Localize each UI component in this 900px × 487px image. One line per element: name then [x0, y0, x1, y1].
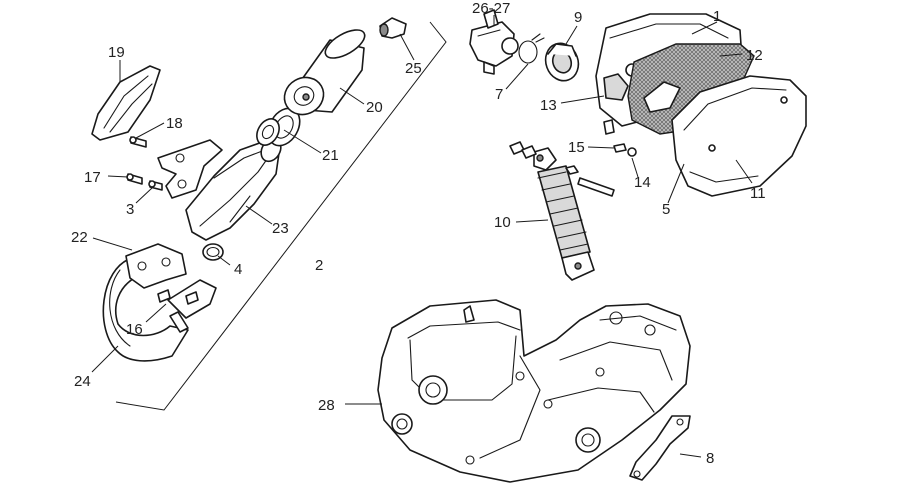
callout-3: 3 — [126, 201, 134, 218]
callout-15: 15 — [568, 139, 585, 156]
screw-part — [613, 143, 627, 153]
callout-22: 22 — [71, 229, 88, 246]
exhaust-bracket-part — [157, 139, 223, 199]
air-filter-cover-part — [671, 75, 807, 197]
bolt-part — [126, 173, 143, 185]
clamp-ring-part — [518, 33, 545, 64]
air-filter-element-part — [627, 43, 755, 135]
callout-24: 24 — [74, 373, 91, 390]
callout-14: 14 — [634, 174, 651, 191]
exhaust-group-bracket — [115, 21, 447, 411]
callout-13: 13 — [540, 97, 557, 114]
callout-16: 16 — [126, 321, 143, 338]
nut-part — [627, 147, 637, 157]
silencer-canister-part — [283, 29, 366, 116]
callout-4: 4 — [234, 261, 242, 278]
callout-18: 18 — [166, 115, 183, 132]
engine-crankcase-part — [377, 299, 691, 483]
callout-7: 7 — [495, 86, 503, 103]
callout-2: 2 — [315, 257, 323, 274]
callout-8: 8 — [706, 450, 714, 467]
callout-labels: 19 18 17 3 22 4 16 24 23 2 21 20 25 26-2… — [71, 0, 766, 467]
callout-23: 23 — [272, 220, 289, 237]
callout-21: 21 — [322, 147, 339, 164]
bolt-part — [129, 136, 147, 148]
callout-1: 1 — [713, 8, 721, 25]
heat-shield-part — [91, 65, 161, 141]
callout-20: 20 — [366, 99, 383, 116]
intake-sleeve-part — [544, 42, 580, 82]
callout-11: 11 — [750, 185, 766, 202]
engine-bracket-part — [629, 415, 691, 481]
callout-12: 12 — [746, 47, 763, 64]
callout-9: 9 — [574, 9, 582, 26]
leader-lines — [91, 15, 753, 458]
callout-17: 17 — [84, 169, 101, 186]
callout-5: 5 — [662, 201, 670, 218]
callout-26-27: 26-27 — [472, 0, 510, 17]
gasket-part — [256, 118, 280, 146]
bolt-part — [157, 289, 199, 305]
tail-pipe-part — [379, 17, 407, 39]
callout-19: 19 — [108, 44, 125, 61]
bolt-part — [148, 180, 163, 191]
shock-absorber-part — [509, 141, 615, 281]
callout-28: 28 — [318, 397, 335, 414]
callout-25: 25 — [405, 60, 422, 77]
callout-10: 10 — [494, 214, 511, 231]
